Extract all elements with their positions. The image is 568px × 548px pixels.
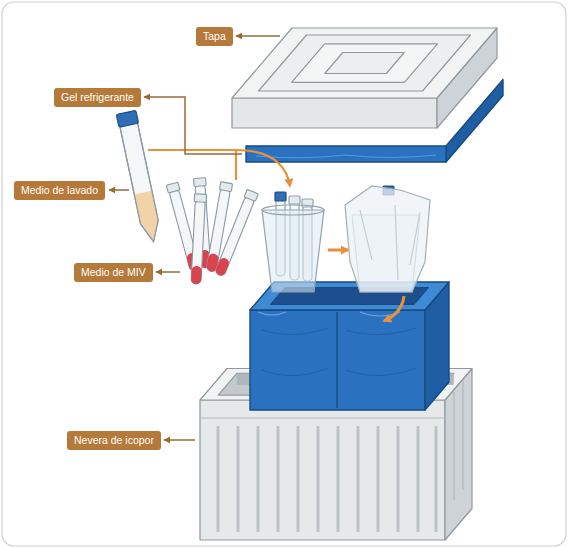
cup-with-tubes [262,210,324,292]
cooler-base [277,426,280,532]
label-text: Tapa [203,30,226,43]
miv-tubes [214,257,230,277]
label-text: Gel refrigerante [61,91,134,104]
cooler-base [397,426,400,532]
cooler-base [257,426,260,532]
cup-with-tubes [289,196,300,204]
cooler-base [317,426,320,532]
cooler-base [217,426,220,532]
leader-lines [236,35,280,37]
label-box: Tapa [196,27,233,46]
miv-tubes [191,266,202,284]
cooler-base [377,426,380,532]
gel-pack-box [336,312,337,408]
miv-tubes [194,194,206,203]
cup-with-tubes [262,192,324,292]
miv-tubes [191,200,205,284]
miv-tubes [214,195,255,277]
miv-tubes [244,189,258,201]
cooler-base [200,417,445,418]
label-box: Gel refrigerante [54,88,141,107]
wash-tube [120,122,163,243]
label-text: Nevera de icopor [74,434,154,447]
lid [232,98,437,128]
label-box: Medio de lavado [14,181,105,200]
miv-tubes [219,182,232,192]
cooler-base [435,426,438,532]
miv-tubes [194,178,207,187]
miv-tubes [166,182,180,193]
process-arrows [328,249,348,252]
gel-pack-box [250,282,449,410]
cooler-base [454,381,463,500]
cooler-base [297,426,300,532]
lid [232,28,497,128]
cup-in-bag [360,205,420,280]
label-box: Nevera de icopor [67,431,161,450]
label-box: Medio de MIV [74,263,153,282]
cup-in-bag [345,186,430,292]
cup-in-bag [345,186,430,292]
miv-tubes [213,189,258,277]
gel-pack [256,155,436,158]
cup-with-tubes [262,205,324,215]
leader-lines [109,189,129,191]
miv-tubes [166,178,258,285]
wash-tube [116,110,163,243]
cooler-base [337,426,340,532]
gel-pack-box [262,328,416,376]
lid [292,44,438,83]
cooler-base [462,381,464,490]
gel-pack-box [250,310,425,410]
cup-with-tubes [275,192,286,201]
process-arrows [384,296,404,321]
process-arrows [148,150,404,321]
cooler-base [218,426,436,532]
process-arrows [236,150,290,186]
leader-lines [144,97,242,154]
label-text: Medio de lavado [21,184,98,197]
lid [325,53,405,74]
cooler-base [237,426,240,532]
gel-pack-box [258,312,400,316]
lid [259,35,471,91]
leader-lines [164,439,195,441]
cooler-base [357,426,360,532]
lid [232,28,497,98]
wash-tube [120,122,163,243]
cooler-base [453,392,455,500]
label-text: Medio de MIV [81,266,146,279]
leader-lines [156,271,180,273]
cooler-base [200,400,445,540]
miv-tubes [190,194,207,285]
cooler-base [417,426,420,532]
wash-tube [116,110,138,127]
